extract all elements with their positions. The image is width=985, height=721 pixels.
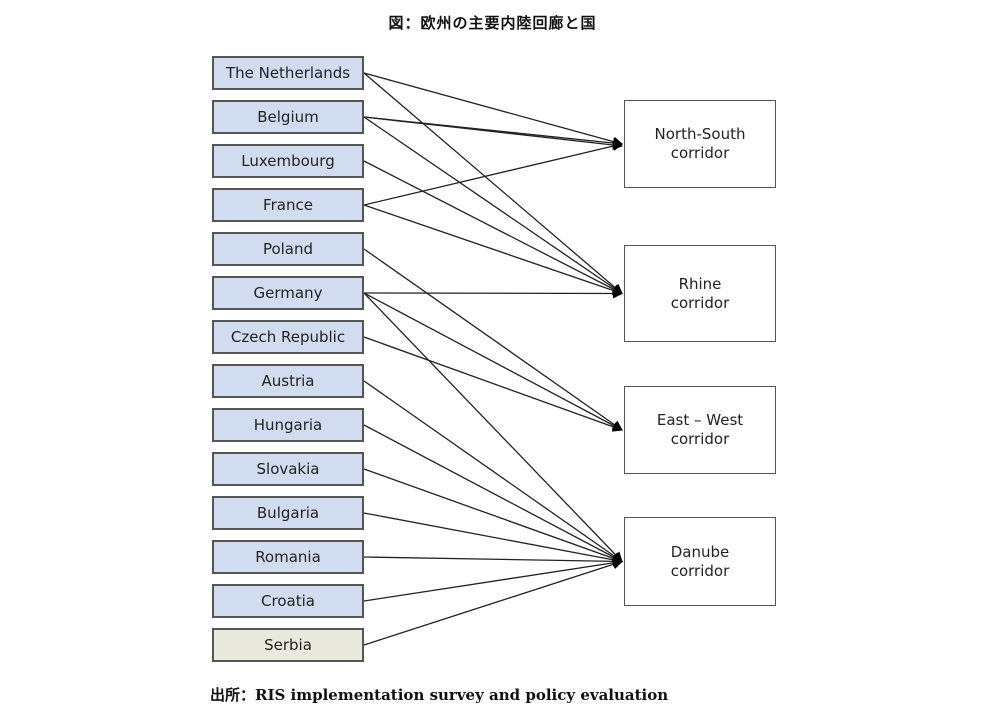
country-node-nl: The Netherlands	[212, 56, 364, 90]
country-node-fr: France	[212, 188, 364, 222]
edge-at-da	[363, 380, 623, 563]
edge-be-rh	[363, 116, 623, 295]
country-label: Serbia	[264, 636, 312, 654]
country-label: France	[263, 196, 313, 214]
corridor-label-line2: corridor	[670, 293, 730, 312]
country-node-hr: Croatia	[212, 584, 364, 618]
edge-fr-ns	[363, 141, 623, 206]
corridor-label-line2: corridor	[670, 144, 730, 162]
country-node-cz: Czech Republic	[212, 320, 364, 354]
corridor-label-line2: corridor	[670, 561, 730, 580]
edge-pl-ew	[363, 248, 623, 431]
country-node-rs: Serbia	[212, 628, 364, 662]
country-node-de: Germany	[212, 276, 364, 310]
edge-de-rh	[363, 288, 623, 299]
edge-lu-rh	[363, 160, 623, 295]
country-label: Romania	[255, 548, 321, 566]
country-label: The Netherlands	[225, 64, 351, 82]
country-label: Croatia	[261, 592, 315, 610]
corridor-label-line1: Danube	[670, 542, 730, 561]
corridor-label-line1: North-South	[654, 125, 746, 143]
country-node-pl: Poland	[212, 232, 364, 266]
country-node-ro: Romania	[212, 540, 364, 574]
country-node-sk: Slovakia	[212, 452, 364, 486]
edge-hu-da	[363, 424, 623, 563]
edge-hr-da	[363, 557, 623, 602]
country-label: Germany	[253, 284, 323, 302]
corridor-label-line1: East – West	[656, 411, 744, 429]
country-node-hu: Hungaria	[212, 408, 364, 442]
edge-nl-ns	[363, 72, 623, 147]
country-node-bg: Bulgaria	[212, 496, 364, 530]
edge-cz-ew	[363, 336, 623, 432]
figure-title: 図：欧州の主要内陸回廊と国	[388, 14, 597, 32]
edge-sk-da	[363, 468, 623, 564]
country-label: Belgium	[257, 108, 319, 126]
country-label: Luxembourg	[241, 152, 335, 170]
country-label: Bulgaria	[256, 504, 320, 522]
edge-bg-da	[363, 512, 623, 565]
country-node-lu: Luxembourg	[212, 144, 364, 178]
edge-de-ew	[363, 292, 623, 431]
source-caption: 出所：RIS implementation survey and policy …	[210, 686, 669, 704]
edge-ro-da	[363, 556, 623, 567]
country-label: Austria	[261, 372, 315, 390]
edge-fr-rh	[363, 204, 623, 296]
corridor-label-line2: corridor	[670, 430, 730, 448]
corridor-label-line1: Rhine	[678, 274, 722, 293]
country-label: Poland	[262, 240, 314, 258]
edge-rs-da	[363, 559, 623, 646]
country-node-at: Austria	[212, 364, 364, 398]
country-label: Czech Republic	[230, 328, 346, 346]
country-label: Hungaria	[253, 416, 323, 434]
country-node-be: Belgium	[212, 100, 364, 134]
country-label: Slovakia	[256, 460, 320, 478]
edge-be-ns	[363, 116, 623, 150]
edge-de-da	[363, 292, 623, 563]
edge-nl-rh	[363, 72, 623, 295]
